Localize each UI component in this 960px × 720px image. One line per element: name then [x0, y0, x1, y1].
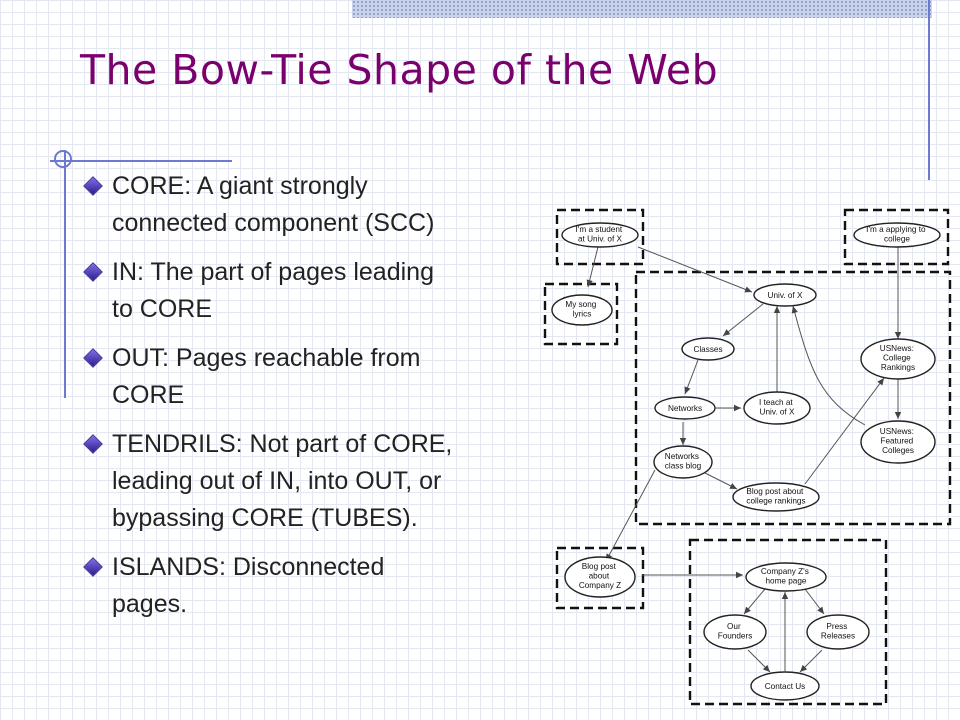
edge-companyz-press [804, 588, 825, 615]
node-label-song: My song lyrics [565, 300, 598, 319]
node-usnrank [860, 338, 936, 380]
node-label-usnfeat: USNews: Featured Colleges [880, 427, 916, 455]
node-netblog [653, 445, 713, 479]
decor-horizontal-line [50, 160, 232, 162]
edge-founders-contact [747, 649, 771, 673]
bullet-line: OUT: Pages reachable from [112, 344, 421, 372]
bullet-line: bypassing CORE (TUBES). [112, 504, 418, 532]
node-student [561, 222, 639, 248]
edge-univ-classes [722, 303, 764, 337]
bullet-in: IN: The part of pages leading to CORE [83, 254, 524, 328]
group-box-island [688, 538, 888, 706]
bullet-list: CORE: A giant strongly connected compone… [83, 168, 524, 635]
group-box-tube [555, 546, 645, 610]
bullet-line: to CORE [112, 295, 213, 323]
decor-circle [54, 150, 72, 168]
node-founders [703, 614, 767, 650]
bullet-line: ISLANDS: Disconnected [112, 553, 385, 581]
node-label-press: Press Releases [821, 622, 855, 641]
node-song [551, 294, 613, 326]
node-label-teach: I teach at Univ. of X [759, 398, 795, 417]
bullet-line: IN: The part of pages leading [112, 258, 434, 286]
bullet-line: connected component (SCC) [112, 209, 435, 237]
node-label-usnrank: USNews: College Rankings [880, 344, 916, 372]
edge-classes-networks [684, 359, 699, 395]
node-label-univ: Univ. of X [768, 291, 803, 300]
group-box-tendril [543, 282, 619, 346]
group-box-core [634, 270, 952, 526]
node-applying [853, 222, 941, 248]
node-label-applying: I'm a applying to college [866, 225, 928, 244]
bullet-tendrils: TENDRILS: Not part of CORE, leading out … [83, 426, 524, 537]
edge-netblog-blogz [605, 469, 656, 562]
bullet-line: pages. [112, 590, 188, 618]
edge-usnfeat-univ [791, 305, 866, 426]
bullet-islands: ISLANDS: Disconnected pages. [83, 549, 524, 623]
decor-vertical-line-right [928, 0, 930, 180]
node-usnfeat [860, 420, 936, 464]
node-label-rankpost: Blog post about college rankings [746, 487, 805, 506]
edge-companyz-founders [743, 588, 766, 615]
bullet-line: CORE: A giant strongly [112, 172, 368, 200]
node-label-student: I'm a student at Univ. of X [576, 225, 625, 244]
edge-netblog-rankpost [704, 472, 738, 490]
node-teach [743, 391, 811, 425]
edge-student-univ [637, 246, 753, 293]
bullet-line: CORE [112, 381, 185, 409]
node-companyz [745, 562, 827, 592]
edge-rankpost-usnrank [804, 377, 885, 485]
node-univ [753, 283, 817, 307]
node-label-networks: Networks [668, 404, 702, 413]
edge-student-song [586, 246, 599, 288]
bullet-out: OUT: Pages reachable from CORE [83, 340, 524, 414]
group-box-in [555, 208, 645, 266]
node-label-founders: Our Founders [718, 622, 753, 641]
top-decor-band [352, 0, 932, 18]
decor-vertical-line-left [64, 150, 66, 398]
node-networks [654, 396, 716, 420]
node-rankpost [732, 482, 820, 512]
node-contact [750, 671, 820, 701]
node-label-contact: Contact Us [765, 682, 806, 691]
edge-press-contact [799, 649, 823, 673]
node-label-classes: Classes [693, 345, 722, 354]
bullet-line: TENDRILS: Not part of CORE, [112, 430, 453, 458]
slide-title: The Bow-Tie Shape of the Web [80, 46, 719, 94]
node-press [806, 614, 870, 650]
node-classes [681, 337, 735, 361]
node-blogz [564, 556, 636, 598]
bullet-line: leading out of IN, into OUT, or [112, 467, 442, 495]
bullet-core: CORE: A giant strongly connected compone… [83, 168, 524, 242]
node-label-blogz: Blog post about Company Z [579, 562, 621, 590]
node-label-companyz: Company Z's home page [761, 567, 811, 586]
node-label-netblog: Networks class blog [665, 452, 702, 471]
group-box-out [843, 208, 950, 266]
